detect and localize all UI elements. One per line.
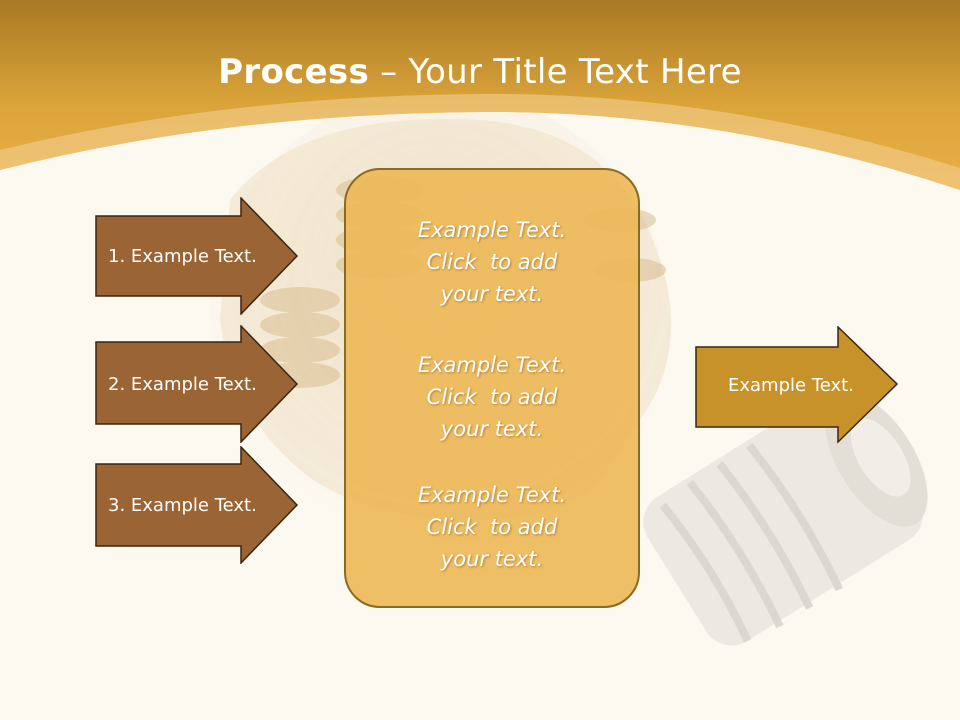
arrow-label-output: Example Text. bbox=[728, 374, 854, 396]
arrow-shape-1 bbox=[95, 197, 299, 315]
block-3-line-2: Click to add bbox=[426, 515, 558, 539]
arrow-step-3[interactable]: 3. Example Text. bbox=[95, 446, 300, 564]
block-3-line-1: Example Text. bbox=[417, 483, 567, 507]
page-title: Process – Your Title Text Here bbox=[0, 52, 960, 92]
block-2-line-2: Click to add bbox=[426, 385, 558, 409]
arrow-step-2[interactable]: 2. Example Text. bbox=[95, 325, 300, 443]
arrow-shape-3 bbox=[95, 446, 299, 564]
arrow-output[interactable]: Example Text. bbox=[695, 326, 900, 444]
title-bold: Process bbox=[218, 52, 370, 92]
block-2-line-3: your text. bbox=[440, 417, 544, 441]
arrow-label-2: 2. Example Text. bbox=[108, 373, 257, 395]
center-text-box[interactable]: Example Text. Click to add your text. Ex… bbox=[344, 168, 640, 608]
arrow-shape-2 bbox=[95, 325, 299, 443]
arrow-step-1[interactable]: 1. Example Text. bbox=[95, 197, 300, 315]
text-block-2[interactable]: Example Text. Click to add your text. bbox=[346, 349, 638, 445]
text-block-3[interactable]: Example Text. Click to add your text. bbox=[346, 479, 638, 575]
block-1-line-2: Click to add bbox=[426, 250, 558, 274]
title-rest: – Your Title Text Here bbox=[369, 52, 742, 92]
block-1-line-1: Example Text. bbox=[417, 218, 567, 242]
block-1-line-3: your text. bbox=[440, 282, 544, 306]
arrow-label-1: 1. Example Text. bbox=[108, 245, 257, 267]
block-3-line-3: your text. bbox=[440, 547, 544, 571]
arrow-label-3: 3. Example Text. bbox=[108, 494, 257, 516]
arrow-shape-output bbox=[695, 326, 899, 444]
text-block-1[interactable]: Example Text. Click to add your text. bbox=[346, 214, 638, 310]
block-2-line-1: Example Text. bbox=[417, 353, 567, 377]
